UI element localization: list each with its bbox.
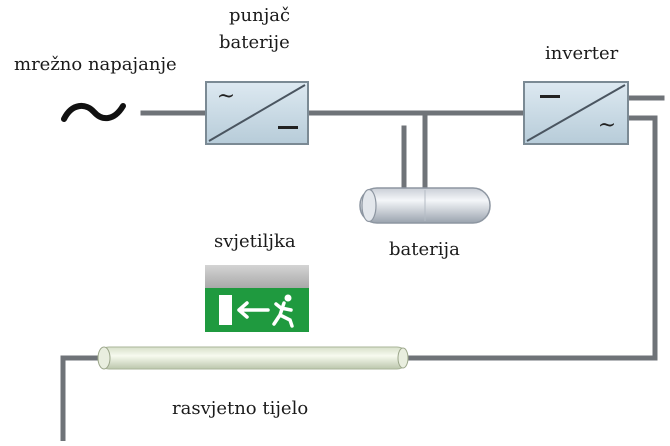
inverter-label: inverter — [545, 43, 619, 64]
inverter-dc-symbol — [540, 95, 560, 98]
battery-cylinder-icon — [359, 187, 491, 224]
inverter-block: ~ — [523, 81, 629, 145]
charger-dc-symbol — [278, 126, 298, 129]
charger-block: ~ — [205, 81, 309, 145]
running-man-icon — [272, 294, 294, 328]
charger-diagonal — [208, 84, 306, 142]
luminaire-label: svjetiljka — [214, 231, 296, 252]
tilde-ac-icon — [61, 103, 126, 122]
inverter-ac-symbol: ~ — [598, 113, 616, 138]
emergency-exit-sign-icon — [205, 265, 309, 332]
exit-sign-housing — [205, 265, 309, 288]
wire-tube-return — [60, 355, 101, 444]
exit-arrow-icon — [237, 301, 270, 319]
charger-label-line2: baterije — [219, 32, 290, 53]
wire-inverter-out-loop — [407, 115, 658, 361]
fluorescent-tube-icon — [97, 346, 409, 370]
wiring — [60, 95, 665, 444]
battery-label: baterija — [389, 239, 460, 260]
light-body-label: rasvjetno tijelo — [172, 398, 309, 419]
charger-label-line1: punjač — [229, 5, 291, 26]
exit-door-icon — [219, 295, 232, 325]
charger-ac-symbol: ~ — [217, 84, 235, 109]
inverter-diagonal — [526, 84, 626, 142]
mains-label: mrežno napajanje — [14, 54, 177, 75]
